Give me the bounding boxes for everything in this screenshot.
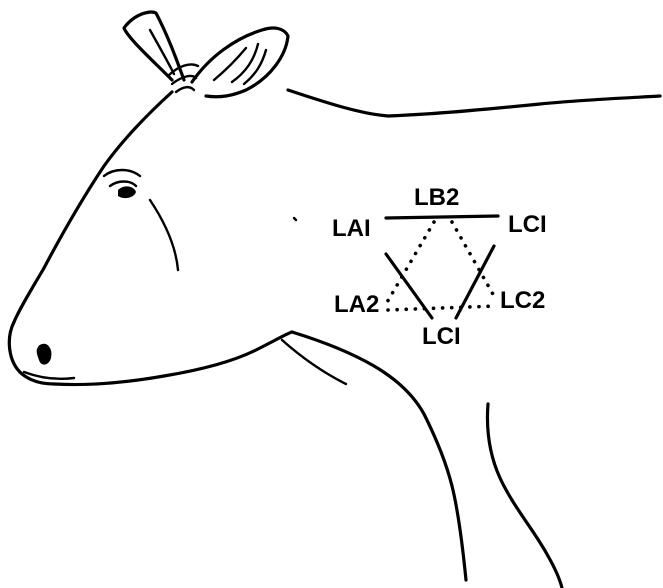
electrode-triangles bbox=[386, 216, 498, 318]
face-profile bbox=[14, 92, 172, 322]
shoulder bbox=[488, 404, 563, 588]
eye bbox=[118, 186, 136, 198]
label-lc2: LC2 bbox=[500, 287, 545, 314]
nostril bbox=[38, 345, 51, 364]
back-mark bbox=[294, 218, 296, 220]
label-lai: LAI bbox=[332, 215, 371, 242]
mouth bbox=[24, 372, 74, 379]
electrode-labels: LB2 LAI LCI LA2 LC2 LCI bbox=[332, 184, 547, 350]
cheek bbox=[150, 200, 178, 270]
label-lci-lower: LCI bbox=[422, 323, 461, 350]
label-la2: LA2 bbox=[334, 291, 379, 318]
lower-jaw bbox=[54, 332, 292, 385]
eye-lid bbox=[110, 182, 136, 187]
solid-line-top bbox=[386, 216, 498, 218]
label-lci-upper: LCI bbox=[508, 211, 547, 238]
dotted-line-bottom bbox=[388, 306, 496, 310]
eye-brow bbox=[104, 170, 140, 176]
neck-crest bbox=[288, 90, 660, 116]
left-ear-inner bbox=[150, 30, 174, 74]
label-lb2: LB2 bbox=[414, 184, 459, 211]
right-ear bbox=[192, 28, 288, 97]
